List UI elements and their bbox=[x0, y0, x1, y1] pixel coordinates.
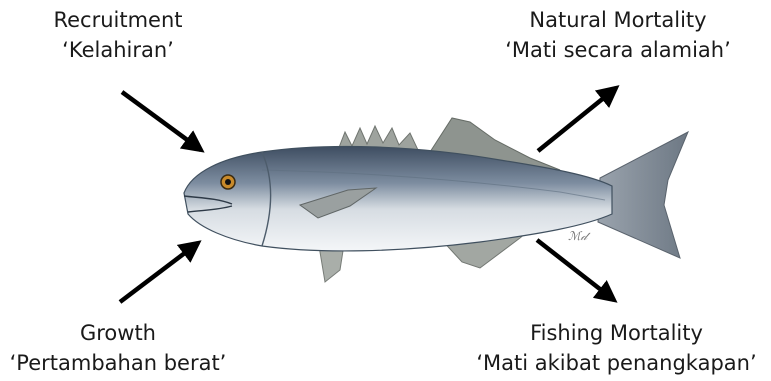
recruitment-subtitle: ‘Kelahiran’ bbox=[38, 35, 198, 65]
pupil bbox=[225, 179, 231, 185]
artist-signature: ℳ𝒹 bbox=[568, 229, 591, 243]
arrow-fishing-mortality bbox=[537, 240, 614, 300]
growth-label: Growth ‘Pertambahan berat’ bbox=[0, 318, 236, 378]
arrow-growth bbox=[120, 243, 198, 302]
growth-title: Growth bbox=[0, 318, 236, 348]
fishing-mortality-title: Fishing Mortality bbox=[462, 318, 771, 348]
fish-body bbox=[184, 146, 612, 250]
arrow-natural-mortality bbox=[538, 88, 616, 151]
fishing-mortality-subtitle: ‘Mati akibat penangkapan’ bbox=[462, 348, 771, 378]
recruitment-title: Recruitment bbox=[38, 5, 198, 35]
fish-illustration: ℳ𝒹 bbox=[184, 118, 688, 282]
fishing-mortality-label: Fishing Mortality ‘Mati akibat penangkap… bbox=[462, 318, 771, 378]
natural-mortality-subtitle: ‘Mati secara alamiah’ bbox=[478, 35, 758, 65]
recruitment-label: Recruitment ‘Kelahiran’ bbox=[38, 5, 198, 65]
natural-mortality-title: Natural Mortality bbox=[478, 5, 758, 35]
arrow-recruitment bbox=[122, 92, 201, 150]
growth-subtitle: ‘Pertambahan berat’ bbox=[0, 348, 236, 378]
natural-mortality-label: Natural Mortality ‘Mati secara alamiah’ bbox=[478, 5, 758, 65]
